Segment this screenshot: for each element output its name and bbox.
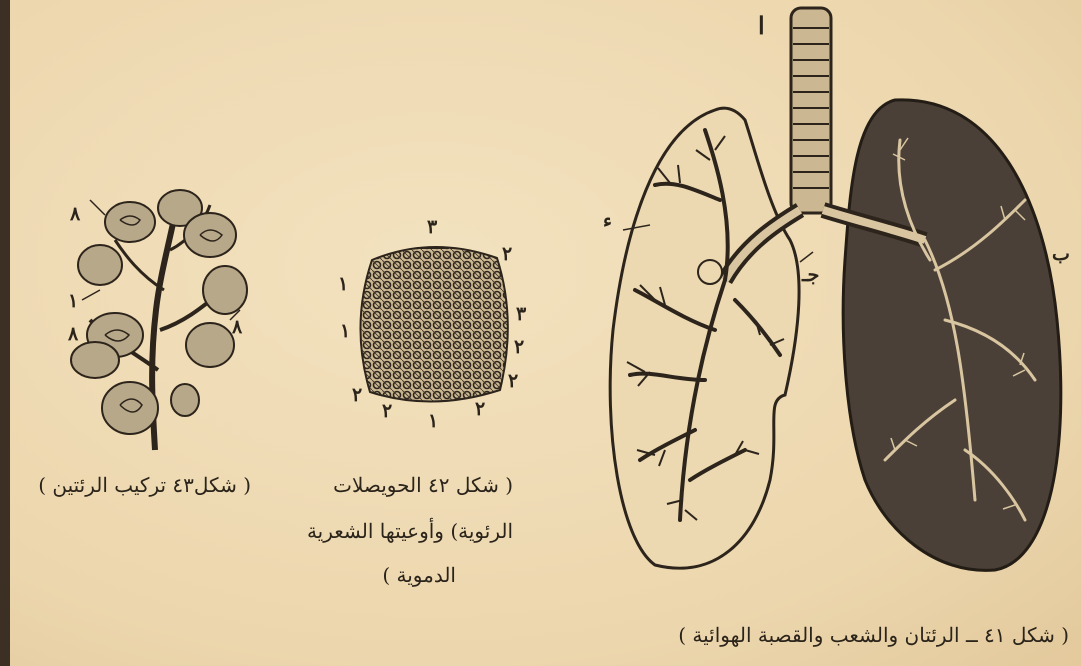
- fig42-label-bl: ٢: [352, 386, 362, 405]
- fig43-label-left2: ٨: [68, 325, 78, 344]
- fig42-caption-line1: ( شكل ٤٢ الحويصلات: [333, 470, 513, 501]
- fig42-label-l2: ١: [340, 322, 350, 341]
- page-edge-shadow: [0, 0, 10, 666]
- fig42-label-b2: ١: [428, 412, 438, 431]
- fig41-label-trachea: ا: [758, 14, 765, 38]
- fig42-label-r2: ٣: [516, 305, 526, 324]
- fig42-label-b3: ٢: [475, 400, 485, 419]
- fig42-caption-line3: الدموية ): [382, 560, 456, 591]
- fig42-label-r4: ٢: [508, 372, 518, 391]
- fig41-label-b: ب: [1052, 245, 1070, 264]
- fig41-lungs-trachea-illustration: [595, 0, 1070, 590]
- fig42-label-b1: ٢: [382, 402, 392, 421]
- fig41-label-d: ء: [603, 212, 612, 231]
- fig42-alveoli-illustration: [352, 240, 512, 410]
- fig43-lung-structure-illustration: [60, 180, 260, 460]
- fig42-label-r1: ٢: [502, 245, 512, 264]
- fig42-label-r3: ٢: [514, 338, 524, 357]
- fig43-label-right: ٨: [232, 318, 242, 337]
- fig41-caption: ( شكل ٤١ ــ الرئتان والشعب والقصبة الهوا…: [678, 620, 1069, 651]
- fig43-label-left1: ١: [68, 292, 78, 311]
- fig42-caption-line2: الرئوية) وأوعيتها الشعرية: [307, 516, 513, 547]
- fig43-caption: ( شكل٤٣ تركيب الرئتين ): [11, 470, 251, 501]
- fig42-label-top: ٣: [427, 218, 437, 237]
- fig42-label-l1: ١: [338, 275, 348, 294]
- fig41-label-j: جـ: [802, 266, 819, 285]
- fig43-label-top: ٨: [70, 205, 80, 224]
